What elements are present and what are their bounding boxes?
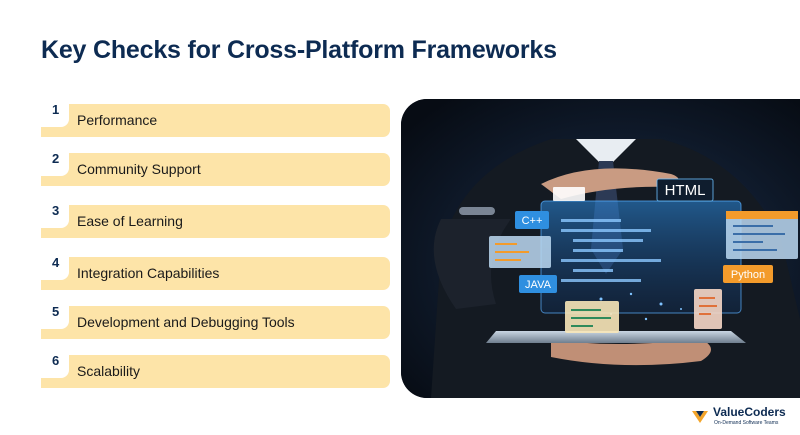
java-tag: JAVA xyxy=(525,279,552,291)
check-number-tab xyxy=(41,254,69,280)
valuecoders-logo: ValueCoders On-Demand Software Teams xyxy=(690,405,790,431)
floating-panel-bottom-right xyxy=(694,289,722,329)
html-tag: HTML xyxy=(665,182,706,199)
check-item-community-support: 2 Community Support xyxy=(41,150,390,186)
cpp-tag-box xyxy=(515,211,549,229)
check-number: 1 xyxy=(52,102,60,117)
check-bar xyxy=(41,306,390,339)
check-label: Performance xyxy=(77,112,158,128)
check-number: 4 xyxy=(52,255,60,270)
python-tag: Python xyxy=(731,269,765,281)
logo-tagline: On-Demand Software Teams xyxy=(714,420,779,426)
check-item-development-debugging-tools: 5 Development and Debugging Tools xyxy=(41,303,390,339)
check-item-scalability: 6 Scalability xyxy=(41,352,390,388)
check-label: Integration Capabilities xyxy=(77,265,220,281)
illustration-svg: HTML C++ JAVA Python xyxy=(401,99,800,398)
check-label: Scalability xyxy=(77,363,141,379)
shirt-collar xyxy=(576,139,636,169)
check-label: Community Support xyxy=(77,161,201,177)
html-tag-box xyxy=(656,178,714,202)
check-item-ease-of-learning: 3 Ease of Learning xyxy=(41,202,390,238)
businessman-holding-code-screen-image: HTML C++ JAVA Python xyxy=(401,99,800,398)
check-number: 6 xyxy=(52,353,60,368)
check-number-tab xyxy=(41,150,69,176)
screen-code-lines xyxy=(561,219,661,282)
check-label: Development and Debugging Tools xyxy=(77,314,295,330)
logo-brand: ValueCoders xyxy=(713,405,786,419)
python-tag-box xyxy=(723,265,773,283)
cpp-tag: C++ xyxy=(522,215,543,227)
floating-panel-top xyxy=(553,187,585,201)
check-number: 5 xyxy=(52,304,60,319)
check-item-integration-capabilities: 4 Integration Capabilities xyxy=(41,254,390,290)
check-bar xyxy=(41,104,390,137)
check-item-performance: 1 Performance xyxy=(41,101,390,137)
java-tag-box xyxy=(519,275,557,293)
check-label: Ease of Learning xyxy=(77,213,183,229)
check-bar xyxy=(41,257,390,290)
check-number-tab xyxy=(41,303,69,329)
lower-hand xyxy=(551,339,711,366)
check-number-tab xyxy=(41,202,69,228)
cuff-buttons xyxy=(459,207,495,215)
valuecoders-logo-mark-icon xyxy=(692,411,708,423)
check-bar xyxy=(41,153,390,186)
check-number: 3 xyxy=(52,203,60,218)
tablet xyxy=(486,331,746,343)
check-bar xyxy=(41,355,390,388)
check-number-tab xyxy=(41,101,69,127)
check-number-tab xyxy=(41,352,69,378)
check-number: 2 xyxy=(52,151,60,166)
page-title: Key Checks for Cross-Platform Frameworks xyxy=(41,36,557,64)
check-bar xyxy=(41,205,390,238)
